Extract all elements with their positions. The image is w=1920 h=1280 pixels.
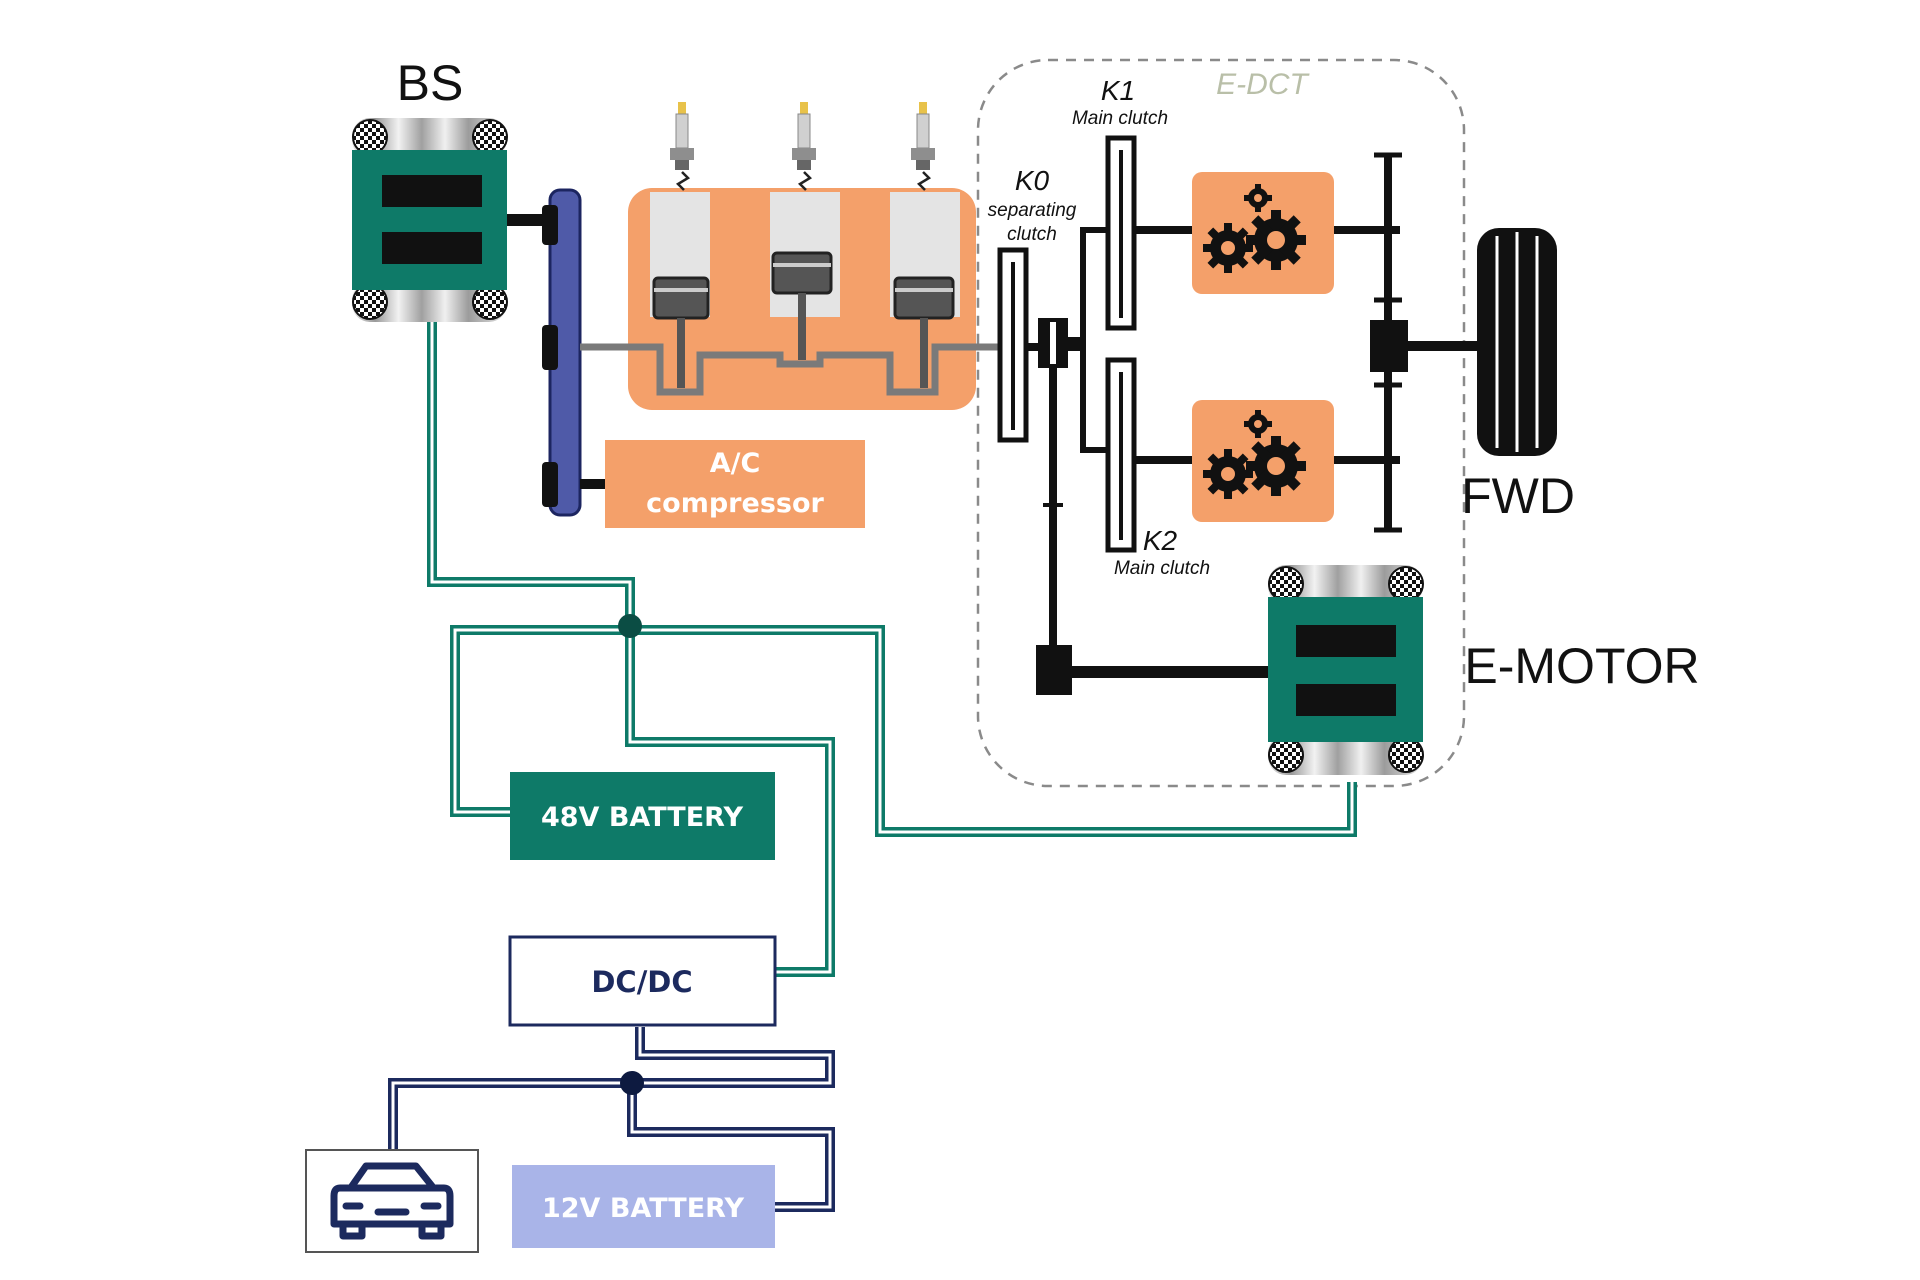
- k1-sublabel: Main clutch: [1072, 108, 1168, 129]
- battery-48v-label: 48V BATTERY: [541, 802, 743, 833]
- k1-label: K1: [1101, 75, 1135, 106]
- k2-sublabel: Main clutch: [1114, 558, 1210, 579]
- ac-compressor: [605, 440, 865, 528]
- junction-48v: [618, 614, 642, 638]
- battery-12v-label: 12V BATTERY: [542, 1193, 744, 1224]
- k1-clutch: [1105, 135, 1137, 331]
- ac-compressor-label-line2: compressor: [646, 488, 824, 519]
- battery-48v: [510, 772, 775, 860]
- ac-compressor-label-line1: A/C: [710, 448, 761, 479]
- car-icon: [330, 1162, 454, 1240]
- k0-sublabel-line1: separating: [988, 200, 1077, 221]
- tire-icon: [1477, 228, 1557, 456]
- spark-plug-icon: [670, 102, 935, 191]
- motor-coupling: [1036, 645, 1072, 695]
- gears-icon: [1203, 184, 1306, 499]
- junction-12v: [620, 1071, 644, 1095]
- emotor-label: E-MOTOR: [1464, 638, 1699, 694]
- k2-label: K2: [1143, 525, 1178, 556]
- dcdc-converter: [508, 935, 777, 1027]
- edct-label: E-DCT: [1216, 68, 1310, 101]
- fwd-label: FWD: [1461, 468, 1575, 524]
- k0-clutch: [997, 247, 1068, 443]
- e-motor-icon: [1268, 565, 1424, 775]
- k0-label: K0: [1015, 165, 1050, 196]
- differential: [1370, 320, 1408, 372]
- battery-12v: [512, 1165, 775, 1248]
- dcdc-label: DC/DC: [591, 965, 692, 999]
- bs-label: BS: [397, 55, 464, 111]
- crankshaft: [580, 343, 1015, 396]
- piston-icon: [652, 251, 955, 388]
- k0-sublabel-line2: clutch: [1007, 224, 1057, 245]
- k2-clutch: [1105, 357, 1137, 553]
- belt-starter-motor-icon: [352, 118, 508, 322]
